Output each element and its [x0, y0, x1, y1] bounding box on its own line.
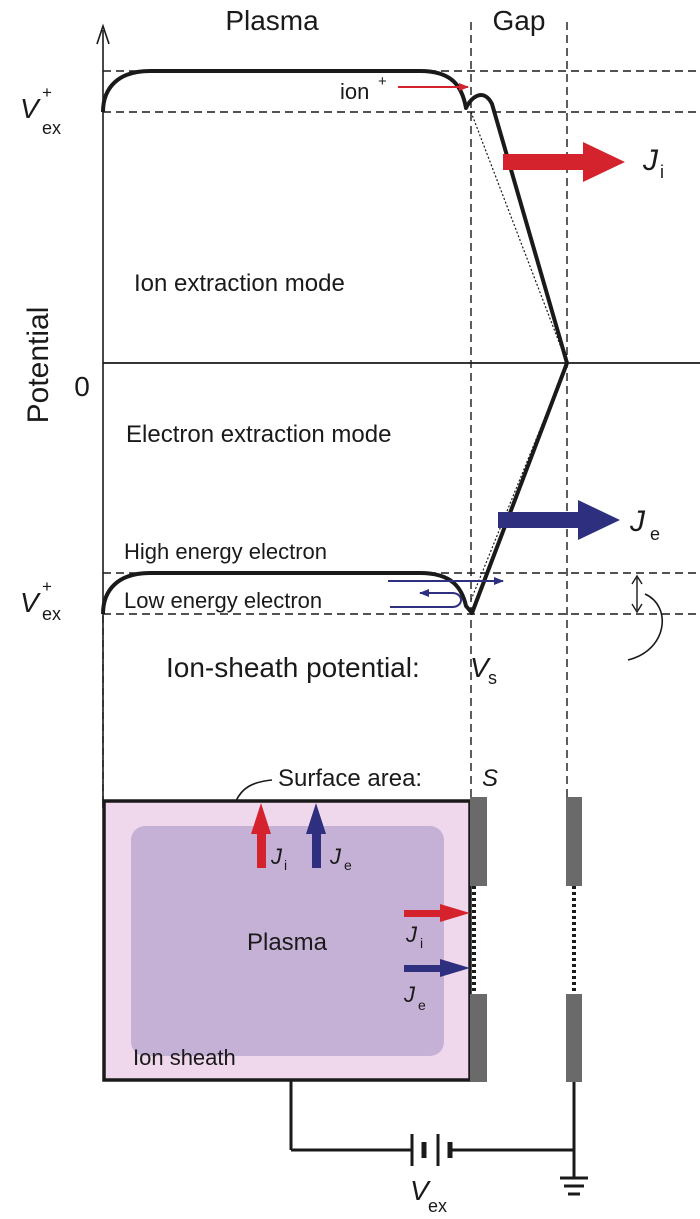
grid-je-sub: e	[418, 997, 426, 1013]
grid-ji-label: J	[405, 922, 418, 947]
ji-label: J	[642, 144, 659, 177]
vex-bottom-label: V + ex	[20, 577, 61, 624]
ion-dotted-line	[470, 111, 568, 364]
vs-label: V	[470, 652, 491, 683]
electron-potential-curve	[101, 362, 569, 615]
low-energy-label: Low energy electron	[124, 588, 322, 613]
svg-text:ex: ex	[42, 604, 61, 624]
wall-je-arrow	[306, 803, 326, 868]
ji-sub: i	[660, 162, 664, 182]
vex-battery-sub: ex	[428, 1196, 447, 1216]
ion-label: ion	[340, 79, 369, 104]
je-big-arrow	[498, 500, 620, 540]
chamber	[102, 799, 472, 1082]
zero-label: 0	[74, 371, 90, 402]
grid-je-arrow	[404, 959, 470, 977]
surface-area-leader	[235, 779, 273, 802]
wall-ji-arrow	[251, 803, 271, 868]
electron-mode-label: Electron extraction mode	[126, 421, 391, 448]
plasma-region	[131, 826, 444, 1056]
circuit	[289, 1080, 576, 1178]
wall-je-label: J	[329, 844, 342, 869]
electrode-left-top	[470, 797, 487, 886]
battery-icon	[410, 1134, 453, 1166]
vex-battery-label: V	[410, 1175, 431, 1206]
electrode-left-bottom	[470, 994, 487, 1082]
electrode-right-top	[566, 797, 582, 886]
electrode-right-bottom	[566, 994, 582, 1082]
grid-je-label: J	[403, 982, 416, 1007]
je-sub: e	[650, 524, 660, 544]
grid-ji-sub: i	[420, 935, 423, 951]
svg-text:+: +	[42, 83, 52, 102]
wall-je-sub: e	[344, 857, 352, 873]
electron-dotted-line	[470, 362, 568, 601]
wall-ji-sub: i	[284, 857, 287, 873]
ground-icon	[560, 1176, 588, 1196]
gap-header: Gap	[493, 5, 546, 36]
low-energy-electron-path	[390, 589, 462, 608]
svg-text:+: +	[42, 577, 52, 596]
je-label: J	[629, 505, 646, 538]
potential-axis-label: Potential	[22, 307, 55, 424]
chamber-plasma-label: Plasma	[247, 929, 328, 956]
sheath-potential-bracket	[627, 574, 663, 661]
svg-text:ex: ex	[42, 118, 61, 138]
ion-mode-label: Ion extraction mode	[134, 270, 345, 297]
surface-area-symbol: S	[482, 765, 498, 792]
grid-ji-arrow	[404, 904, 470, 922]
wall-ji-label: J	[270, 844, 283, 869]
svg-text:V: V	[20, 93, 41, 124]
surface-area-label: Surface area:	[278, 765, 422, 792]
svg-text:V: V	[20, 587, 41, 618]
ji-big-arrow	[503, 142, 625, 182]
ion-sup: +	[378, 73, 387, 90]
ion-potential-curve	[101, 69, 569, 364]
high-energy-label: High energy electron	[124, 539, 327, 564]
plasma-header: Plasma	[225, 5, 319, 36]
vs-sub: s	[488, 668, 497, 688]
ion-sheath-label: Ion sheath	[133, 1045, 236, 1070]
sheath-potential-label: Ion-sheath potential:	[166, 652, 420, 683]
vex-top-label: V + ex	[20, 83, 61, 138]
